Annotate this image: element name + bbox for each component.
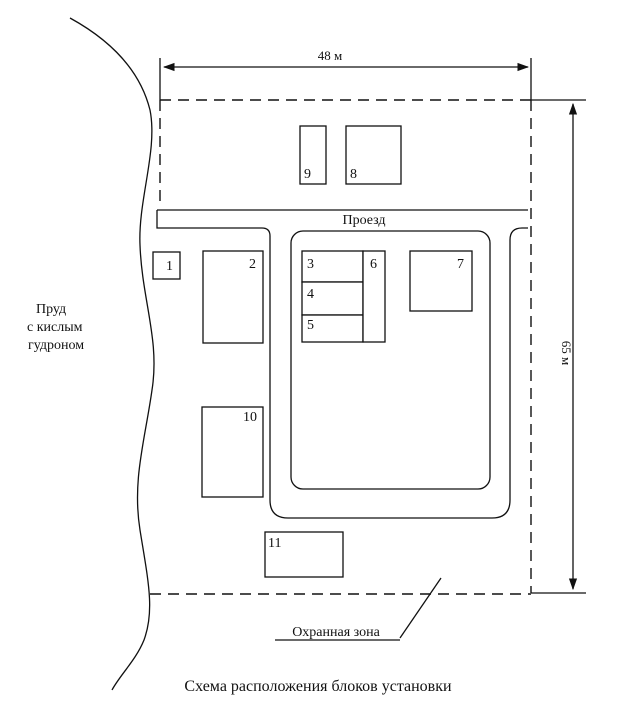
block-11-label: 11 bbox=[268, 536, 281, 551]
block-6-label: 6 bbox=[370, 257, 377, 272]
block-5-label: 5 bbox=[307, 318, 314, 333]
pond-label-line1: Пруд bbox=[36, 302, 66, 317]
pond-shoreline bbox=[69, 17, 155, 691]
diagram-caption: Схема расположения блоков установки bbox=[184, 678, 452, 695]
block-3 bbox=[301, 250, 364, 283]
block-8-label: 8 bbox=[350, 167, 357, 182]
block-1 bbox=[152, 251, 181, 280]
block-4-label: 4 bbox=[307, 287, 314, 302]
protection-zone-leader bbox=[399, 577, 442, 639]
height-dimension-label: 65 м bbox=[559, 341, 574, 365]
pond-label-line2: с кислым bbox=[27, 320, 83, 335]
block-2-label: 2 bbox=[249, 257, 256, 272]
protection-zone-label: Охранная зона bbox=[292, 625, 380, 640]
block-8 bbox=[345, 125, 402, 185]
block-6 bbox=[362, 250, 386, 343]
block-9-label: 9 bbox=[304, 167, 311, 182]
block-7 bbox=[409, 250, 473, 312]
road-outline bbox=[156, 209, 528, 519]
block-10-label: 10 bbox=[243, 410, 257, 425]
block-9 bbox=[299, 125, 327, 185]
block-1-label: 1 bbox=[166, 259, 173, 274]
road-inner-loop bbox=[290, 230, 491, 490]
block-3-label: 3 bbox=[307, 257, 314, 272]
pond-label-line3: гудроном bbox=[28, 338, 84, 353]
block-11 bbox=[264, 531, 344, 578]
width-dimension-label: 48 м bbox=[318, 48, 342, 63]
road-label: Проезд bbox=[342, 213, 385, 228]
block-10 bbox=[201, 406, 264, 498]
block-2 bbox=[202, 250, 264, 344]
block-7-label: 7 bbox=[457, 257, 464, 272]
